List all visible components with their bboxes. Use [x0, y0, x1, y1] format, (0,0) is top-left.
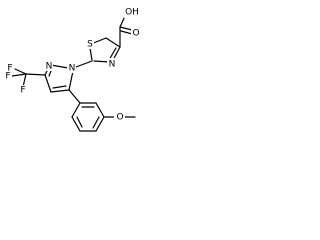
bond-ph-6-1	[71, 102, 81, 118]
atom-labels: OH O S N N N F F F O	[3, 7, 140, 123]
bond-ph-3-4	[95, 116, 105, 132]
atom-label-pyrazole-n1: N	[69, 64, 76, 74]
atom-label-pyrazole-n2: N	[46, 62, 53, 72]
bond-cf3-f3	[22, 73, 27, 88]
chemical-structure: OH O S N N N F F F O	[3, 7, 140, 132]
atom-label-carboxyl-oh: OH	[125, 8, 139, 18]
bond-pyrazole-n1-c5	[68, 70, 74, 91]
bond-pyrazole-n1-n2	[50, 64, 69, 69]
atom-label-methoxy-o: O	[116, 113, 123, 123]
bond-c5-phenyl	[68, 89, 81, 104]
bond-thiazole-s-c2	[89, 47, 93, 61]
bonds	[11, 13, 136, 132]
bond-thiazole-c4-c5	[105, 37, 121, 48]
bond-cf3-f2	[11, 73, 27, 77]
bond-cf3-f1	[14, 68, 27, 75]
atom-label-thiazole-s: S	[87, 40, 93, 50]
bond-ph-inner-c	[76, 116, 83, 128]
bond-pyrazole-c5-c4-double	[52, 85, 67, 89]
atom-label-thiazole-n: N	[109, 60, 116, 70]
bond-pyrazole-c5-c4	[50, 89, 70, 93]
atom-label-carbonyl-o: O	[132, 29, 139, 39]
atom-label-cf3-f3: F	[20, 86, 25, 96]
bond-pyrazole-c3-n2-double	[48, 70, 52, 77]
bond-c3-cf3	[25, 73, 46, 76]
bond-cooh-c-o	[119, 26, 133, 31]
bond-ph-2-3	[95, 102, 105, 118]
bond-ph-inner-b	[92, 116, 100, 129]
bond-cooh-c-o-double	[120, 30, 133, 35]
atom-label-cf3-f2: F	[5, 72, 10, 82]
bond-ph-5-6	[71, 116, 81, 132]
bond-c2-n1	[75, 60, 93, 68]
atom-label-cf3-f1: F	[7, 64, 12, 74]
bond-pyrazole-c4-c3	[44, 74, 52, 93]
